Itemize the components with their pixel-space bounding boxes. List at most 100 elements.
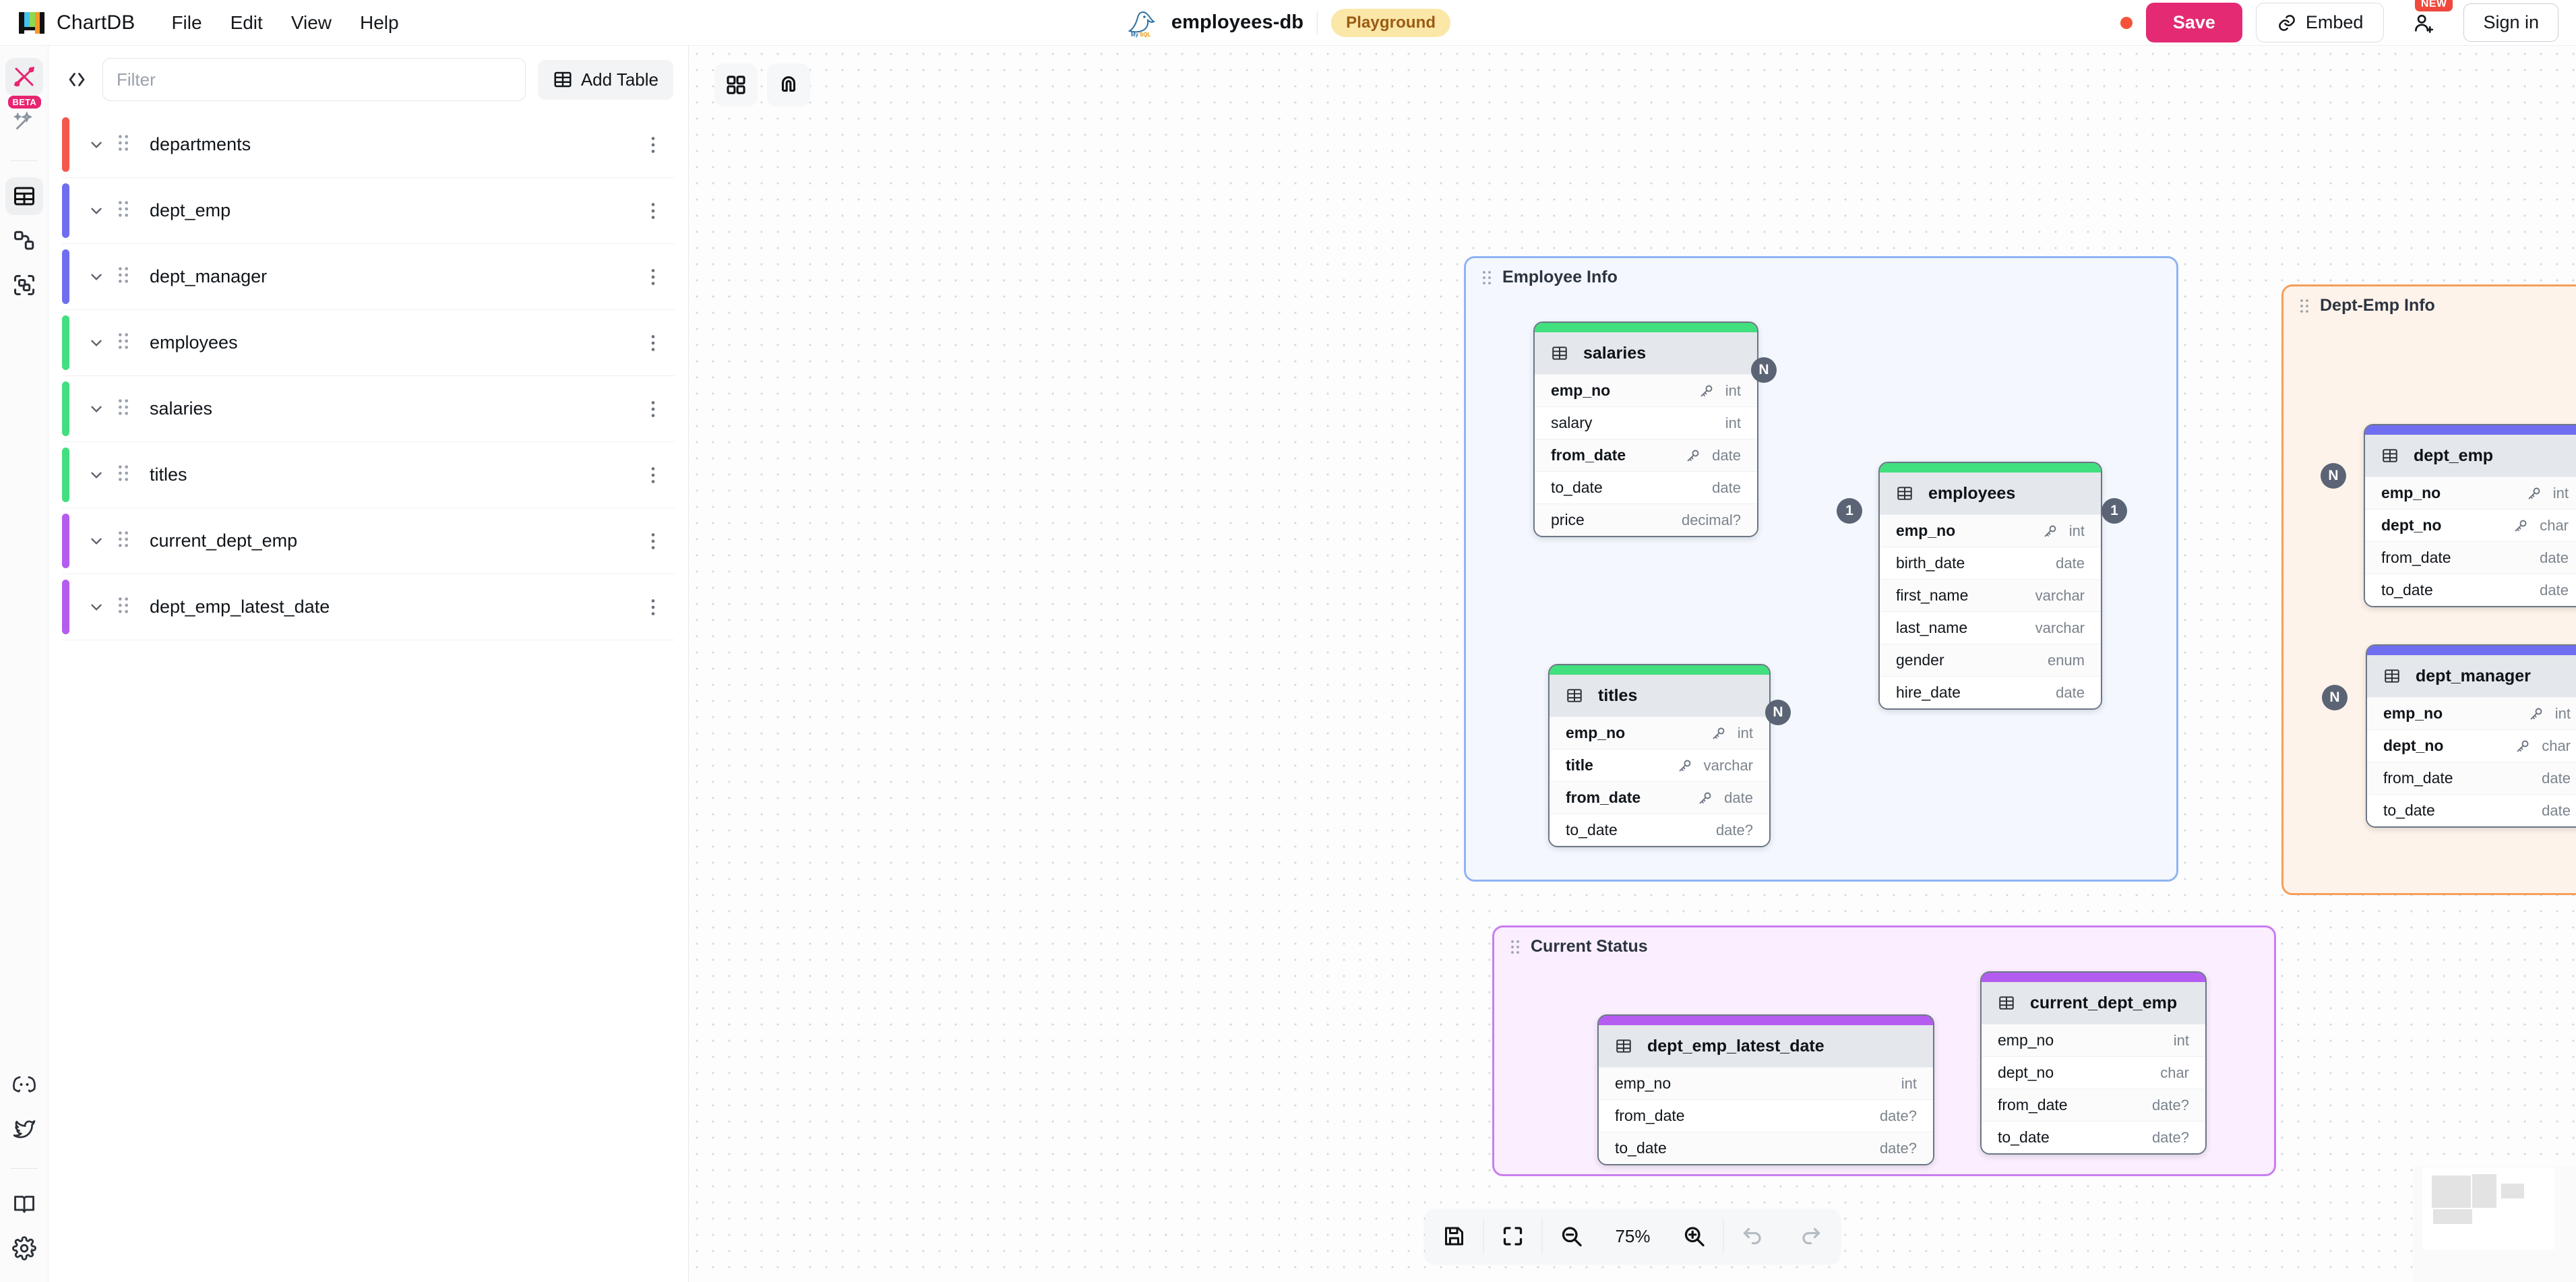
table-options-button[interactable] bbox=[645, 333, 661, 353]
table-node-header[interactable]: titles bbox=[1550, 675, 1769, 716]
rail-item-docs[interactable] bbox=[5, 1185, 43, 1223]
expand-chevron-icon[interactable] bbox=[85, 466, 108, 484]
table-options-button[interactable] bbox=[645, 597, 661, 617]
table-node-header[interactable]: dept_manager bbox=[2367, 655, 2576, 697]
expand-chevron-icon[interactable] bbox=[85, 599, 108, 616]
table-list-item[interactable]: titles bbox=[62, 442, 675, 508]
save-button[interactable]: Save bbox=[2145, 3, 2242, 42]
expand-chevron-icon[interactable] bbox=[85, 334, 108, 352]
table-options-button[interactable] bbox=[645, 135, 661, 155]
drag-handle-icon[interactable] bbox=[116, 464, 131, 486]
embed-button[interactable]: Embed bbox=[2255, 3, 2385, 42]
snap-to-grid-button[interactable] bbox=[767, 63, 810, 106]
table-node-header[interactable]: dept_emp_latest_date bbox=[1599, 1025, 1933, 1067]
expand-chevron-icon[interactable] bbox=[85, 532, 108, 550]
sign-in-button[interactable]: Sign in bbox=[2463, 3, 2558, 42]
table-options-button[interactable] bbox=[645, 399, 661, 419]
drag-handle-icon[interactable] bbox=[116, 133, 131, 156]
table-list-item[interactable]: dept_emp_latest_date bbox=[62, 574, 675, 640]
table-node-header[interactable]: salaries bbox=[1535, 332, 1757, 374]
drag-handle-icon[interactable] bbox=[116, 398, 131, 420]
table-list-item[interactable]: current_dept_emp bbox=[62, 508, 675, 574]
save-diagram-button[interactable] bbox=[1425, 1209, 1483, 1263]
minimap[interactable] bbox=[2413, 1166, 2576, 1282]
expand-chevron-icon[interactable] bbox=[85, 202, 108, 220]
table-options-button[interactable] bbox=[645, 531, 661, 551]
menu-view[interactable]: View bbox=[290, 11, 332, 33]
expand-chevron-icon[interactable] bbox=[85, 136, 108, 154]
zoom-in-button[interactable] bbox=[1665, 1209, 1723, 1263]
table-list-item[interactable]: employees bbox=[62, 310, 675, 376]
table-options-button[interactable] bbox=[645, 465, 661, 485]
rail-item-ai-magic[interactable]: BETA bbox=[5, 96, 43, 140]
menu-help[interactable]: Help bbox=[360, 11, 399, 33]
layout-grid-button[interactable] bbox=[714, 63, 758, 106]
fit-view-button[interactable] bbox=[1484, 1209, 1542, 1263]
area-drag-handle-icon[interactable] bbox=[2298, 298, 2310, 314]
undo-button[interactable] bbox=[1724, 1209, 1782, 1263]
area-drag-handle-icon[interactable] bbox=[1509, 939, 1521, 955]
rail-item-twitter[interactable] bbox=[5, 1110, 43, 1148]
rail-item-relationships[interactable] bbox=[5, 222, 43, 260]
drag-handle-icon[interactable] bbox=[116, 200, 131, 222]
add-table-button[interactable]: Add Table bbox=[537, 59, 673, 100]
code-view-toggle[interactable] bbox=[63, 66, 90, 93]
menu-file[interactable]: File bbox=[171, 11, 202, 33]
table-node-header[interactable]: employees bbox=[1880, 472, 2101, 514]
table-list-item[interactable]: salaries bbox=[62, 376, 675, 442]
table-list-item[interactable]: dept_emp bbox=[62, 178, 675, 244]
area-drag-handle-icon[interactable] bbox=[1481, 270, 1493, 286]
expand-chevron-icon[interactable] bbox=[85, 268, 108, 286]
menu-edit[interactable]: Edit bbox=[230, 11, 263, 33]
zoom-out-button[interactable] bbox=[1543, 1209, 1601, 1263]
rail-item-tables[interactable] bbox=[5, 177, 43, 215]
rail-item-settings[interactable] bbox=[5, 1229, 43, 1267]
redo-button[interactable] bbox=[1782, 1209, 1840, 1263]
table-options-button[interactable] bbox=[645, 267, 661, 287]
rail-item-discord[interactable] bbox=[5, 1066, 43, 1103]
table-list-item[interactable]: departments bbox=[62, 112, 675, 178]
table-node-header[interactable]: dept_emp bbox=[2365, 435, 2576, 477]
expand-chevron-icon[interactable] bbox=[85, 400, 108, 418]
drag-handle-icon[interactable] bbox=[116, 332, 131, 354]
drag-handle-icon[interactable] bbox=[116, 596, 131, 618]
zoom-level-label[interactable]: 75% bbox=[1615, 1225, 1651, 1246]
